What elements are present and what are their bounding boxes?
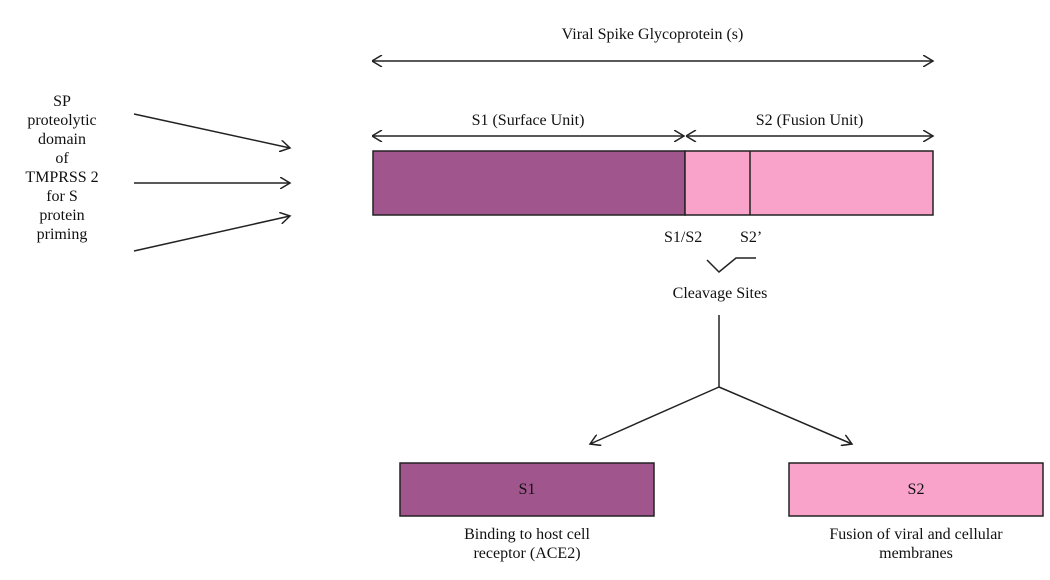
sp-arrow-3 xyxy=(133,216,290,252)
s1-function-caption: Binding to host cell receptor (ACE2) xyxy=(400,525,654,563)
s1-caption-line-1: Binding to host cell xyxy=(464,526,590,543)
s1-segment xyxy=(372,150,686,216)
sp-arrow-1 xyxy=(133,113,290,148)
sp-line-5: TMPRSS 2 xyxy=(25,169,99,186)
s1-result-label: S1 xyxy=(518,480,536,498)
s2-caption-line-2: membranes xyxy=(879,545,953,562)
sp-domain-label: SP proteolytic domain of TMPRSS 2 for S … xyxy=(0,92,124,244)
s2-function-caption: Fusion of viral and cellular membranes xyxy=(789,525,1043,563)
s2-result-label: S2 xyxy=(907,480,925,498)
s2-caption-line-1: Fusion of viral and cellular xyxy=(829,526,1003,543)
s2-result-box xyxy=(788,462,1044,517)
cleavage-site-s2prime: S2’ xyxy=(740,229,763,246)
cleavage-sites-label: Cleavage Sites xyxy=(672,285,768,302)
sp-line-4: of xyxy=(55,150,69,167)
sp-line-3: domain xyxy=(38,131,86,148)
cleavage-brace xyxy=(706,257,756,274)
s1-result-box xyxy=(399,462,655,517)
sp-line-2: proteolytic xyxy=(27,112,97,129)
glycoprotein-title: Viral Spike Glycoprotein (s) xyxy=(561,26,744,43)
sp-line-6: for S xyxy=(46,188,78,205)
s2-segment xyxy=(684,150,934,216)
arrow-to-s1 xyxy=(590,386,720,444)
sp-line-8: priming xyxy=(36,226,88,243)
sp-line-1: SP xyxy=(53,93,71,110)
s1-caption-line-2: receptor (ACE2) xyxy=(473,545,581,562)
sp-line-7: protein xyxy=(39,207,85,224)
s2-unit-label: S2 (Fusion Unit) xyxy=(755,112,864,129)
cleavage-site-s1s2: S1/S2 xyxy=(664,229,703,246)
arrow-to-s2 xyxy=(718,386,852,444)
s1-unit-label: S1 (Surface Unit) xyxy=(471,112,585,129)
